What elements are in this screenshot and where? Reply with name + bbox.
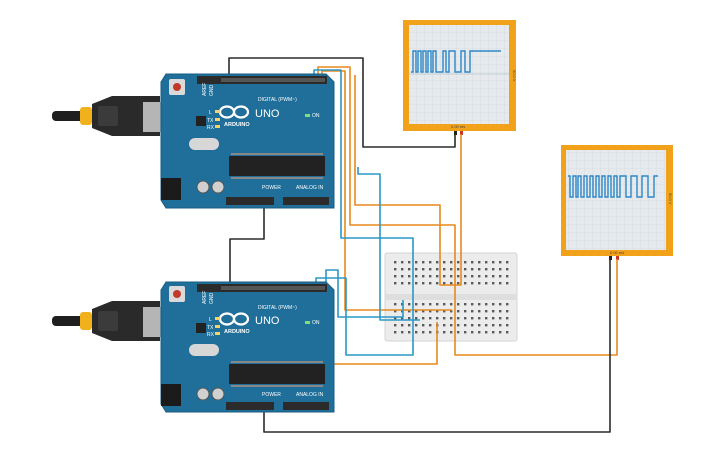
oscilloscope-1-waveform [411, 50, 501, 73]
oscilloscope-1-probe-neg[interactable] [454, 131, 457, 135]
power-label-bottom: POWER [262, 392, 281, 398]
oscilloscope-2[interactable]: 0.00 ms 50.0 V [561, 145, 673, 260]
wire-orange-4[interactable] [354, 75, 462, 286]
on-label-top: ON [312, 113, 320, 119]
analog-header-top [283, 197, 329, 205]
oscilloscope-2-waveform [568, 175, 658, 198]
digital-label-top: DIGITAL (PWM~) [258, 97, 297, 103]
chip-top [229, 156, 325, 176]
led-l-label-top: L [209, 110, 212, 116]
model-label-bottom: UNO [255, 315, 280, 327]
svg-text:ARDUINO: ARDUINO [224, 122, 250, 128]
led-tx-label-bottom: TX [207, 325, 214, 331]
led-rx-label-bottom: RX [207, 332, 215, 338]
led-l-label-bottom: L [209, 317, 212, 323]
wire-black-1[interactable] [228, 57, 456, 148]
wire-black-3[interactable] [263, 259, 611, 433]
analog-label-bottom: ANALOG IN [296, 392, 324, 398]
oscilloscope-2-probe-neg[interactable] [609, 256, 612, 260]
wire-black-2[interactable] [229, 208, 265, 290]
gnd-label-bottom: GND [209, 293, 215, 305]
svg-text:ARDUINO: ARDUINO [224, 329, 250, 335]
wire-blue-2[interactable] [325, 269, 404, 318]
model-label-top: UNO [255, 108, 280, 120]
arduino-bottom[interactable]: DIGITAL (PWM~) AREF GND ARDUINO UNO ON L… [52, 281, 335, 413]
on-label-bottom: ON [312, 320, 320, 326]
power-label-top: POWER [262, 185, 281, 191]
digital-label-bottom: DIGITAL (PWM~) [258, 305, 297, 311]
arduino-top[interactable]: DIGITAL (PWM~) AREF GND ARDUINO UNO ON L… [52, 73, 335, 209]
crystal-top [189, 138, 219, 150]
chip-bottom [229, 364, 325, 384]
led-rx-label-top: RX [207, 125, 215, 131]
wire-orange-1[interactable] [317, 66, 618, 356]
wire-blue-3[interactable] [357, 167, 420, 321]
wires [228, 57, 618, 433]
oscilloscope-2-volt-label: 50.0 V [668, 193, 673, 205]
led-tx-label-top: TX [207, 118, 214, 124]
oscilloscope-2-time-label: 0.00 ms [610, 250, 624, 255]
power-header-top [226, 197, 274, 205]
power-jack-bottom [161, 384, 181, 406]
oscilloscope-1-probe-pos[interactable] [460, 131, 463, 135]
gnd-label-top: GND [209, 85, 215, 97]
power-jack-top [161, 178, 181, 200]
oscilloscope-2-probe-pos[interactable] [616, 256, 619, 260]
aref-label-top: AREF [202, 83, 208, 96]
analog-label-top: ANALOG IN [296, 185, 324, 191]
analog-header-bottom [283, 402, 329, 410]
power-header-bottom [226, 402, 274, 410]
oscilloscope-1-time-label: 0.00 ms [451, 124, 465, 129]
breadboard[interactable] [384, 252, 518, 342]
oscilloscope-1[interactable]: 0.00 ms 50.0 V [403, 20, 517, 135]
oscilloscope-1-volt-label: 50.0 V [512, 70, 517, 82]
crystal-bottom [189, 344, 219, 356]
wire-blue-1[interactable] [313, 69, 414, 356]
aref-label-bottom: AREF [202, 291, 208, 304]
